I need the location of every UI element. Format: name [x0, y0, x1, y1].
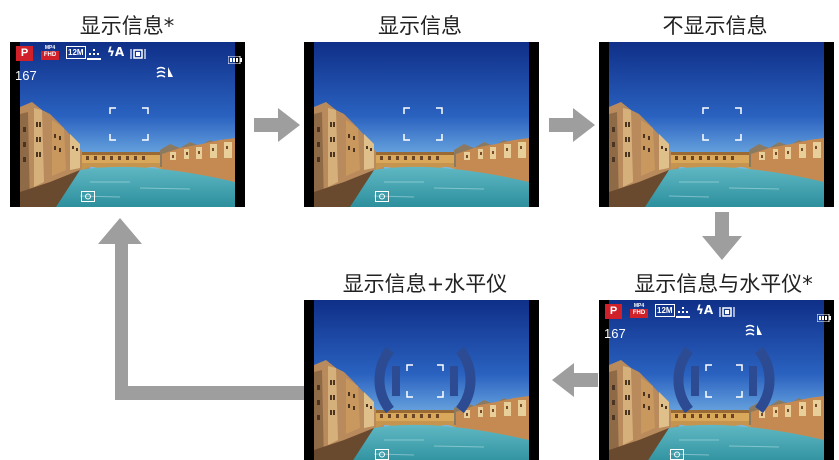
screen-no-info: [599, 42, 834, 207]
panel-label-1: 显示信息*: [79, 14, 175, 38]
panel-label-4: 显示信息与水平仪*: [634, 272, 813, 296]
rec-format-bottom: FHD: [630, 309, 648, 318]
battery-icon: [227, 49, 242, 68]
battery-icon: [816, 307, 831, 326]
arrow-down: [702, 212, 742, 260]
camera-icon: [375, 187, 389, 206]
af-area-frame: [109, 107, 149, 141]
wind-cut-icon: [156, 64, 176, 83]
screen-display-info: P MP4 FHD 12M ϟA 167: [10, 42, 245, 207]
flash-icon: ϟA: [696, 303, 714, 317]
af-area-frame: [702, 107, 742, 141]
stabilizer-icon: [719, 303, 735, 322]
panel-label-5: 显示信息+水平仪: [342, 272, 508, 296]
arrow-right-1: [254, 108, 300, 142]
arrow-return-up: [98, 218, 304, 400]
arrow-left: [552, 363, 598, 397]
level-gauge: [374, 346, 476, 414]
rec-format-icon: MP4 FHD: [630, 303, 648, 319]
quality-icon: [87, 46, 101, 60]
picture-size-icon: 12M: [655, 304, 675, 317]
stabilizer-icon: [130, 45, 146, 64]
rec-format-icon: MP4 FHD: [41, 45, 59, 61]
shots-remaining: 167: [604, 326, 626, 341]
panel-label-2: 显示信息: [378, 14, 462, 38]
quality-icon: [676, 304, 690, 318]
screen-info-and-level: P MP4 FHD 12M ϟA 167: [599, 300, 834, 460]
camera-icon: [375, 445, 389, 460]
screen-level: [304, 300, 539, 460]
camera-icon: [670, 445, 684, 460]
recording-mode-badge: P: [16, 46, 33, 61]
shots-remaining: 167: [15, 68, 37, 83]
osd-overlay: P MP4 FHD 12M ϟA 167: [10, 42, 245, 207]
rec-format-bottom: FHD: [41, 51, 59, 60]
panel-label-3: 不显示信息: [662, 14, 768, 38]
camera-icon: [81, 187, 95, 206]
osd-overlay: P MP4 FHD 12M ϟA 167: [599, 300, 834, 460]
wind-cut-icon: [745, 322, 765, 341]
flash-icon: ϟA: [107, 45, 125, 59]
level-gauge: [673, 346, 775, 414]
screen-display-info-off-osd: [304, 42, 539, 207]
picture-size-icon: 12M: [66, 46, 86, 59]
rec-format-top: MP4: [44, 45, 56, 51]
rec-format-top: MP4: [633, 303, 645, 309]
arrow-right-2: [549, 108, 595, 142]
recording-mode-badge: P: [605, 304, 622, 319]
af-area-frame: [403, 107, 443, 141]
